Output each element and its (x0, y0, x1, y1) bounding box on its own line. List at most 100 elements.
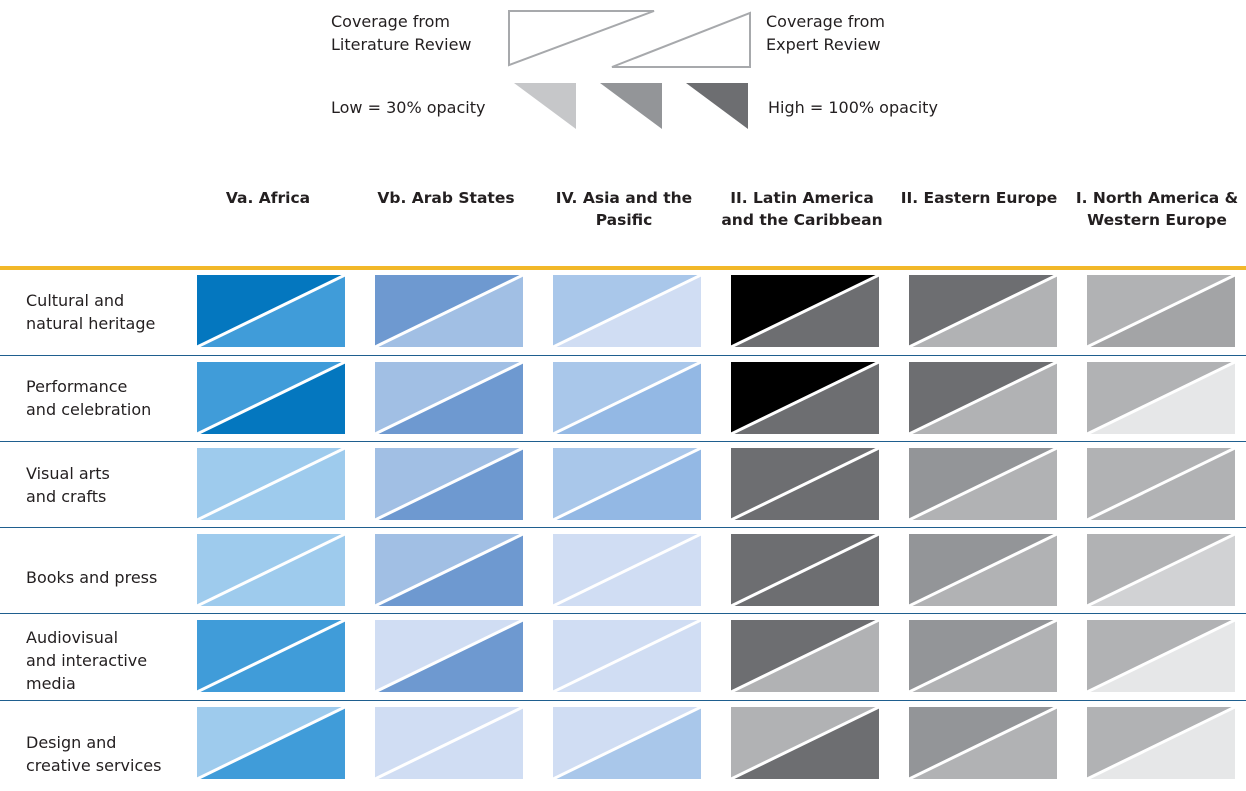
cell-design-north-america-western-europe (1087, 707, 1235, 779)
cell-design-africa (197, 707, 345, 779)
cell-audiovisual-africa (197, 620, 345, 692)
cell-audiovisual-latin-america (731, 620, 879, 692)
diagonal-divider (197, 707, 345, 779)
cell-books-press-latin-america (731, 534, 879, 606)
cell-visual-arts-latin-america (731, 448, 879, 520)
column-header-africa: Va. Africa (225, 189, 311, 207)
cell-cultural-heritage-eastern-europe (909, 275, 1057, 347)
diagonal-divider (553, 362, 701, 434)
row-label-visual-arts: Visual arts and crafts (26, 464, 110, 506)
legend-swatch-high (686, 83, 748, 129)
row-label-design: Design and creative services (26, 733, 162, 775)
cell-books-press-eastern-europe (909, 534, 1057, 606)
diagonal-divider (1087, 362, 1235, 434)
column-header-north-america-western-europe: I. North America & Western Europe (1075, 189, 1239, 229)
diagonal-divider (197, 362, 345, 434)
cell-audiovisual-arab-states (375, 620, 523, 692)
diagonal-divider (909, 448, 1057, 520)
header-rule (0, 266, 1246, 270)
diagonal-divider (1087, 707, 1235, 779)
diagonal-divider (731, 620, 879, 692)
diagonal-divider (197, 275, 345, 347)
cell-audiovisual-asia-pacific (553, 620, 701, 692)
column-header-arab-states: Vb. Arab States (377, 189, 515, 207)
diagonal-divider (731, 707, 879, 779)
row-label-performance: Performance and celebration (26, 377, 152, 419)
legend-swatch-mid (600, 83, 662, 129)
legend-expert-triangle (611, 11, 751, 68)
diagonal-divider (553, 707, 701, 779)
legend-opacity-swatches (514, 83, 748, 129)
row-label-cultural-heritage: Cultural and natural heritage (26, 291, 156, 333)
cell-visual-arts-asia-pacific (553, 448, 701, 520)
diagonal-divider (197, 448, 345, 520)
diagonal-divider (909, 275, 1057, 347)
diagonal-divider (731, 362, 879, 434)
diagonal-divider (197, 620, 345, 692)
cell-cultural-heritage-latin-america (731, 275, 879, 347)
diagonal-divider (375, 620, 523, 692)
cell-design-arab-states (375, 707, 523, 779)
row-label-books-press: Books and press (26, 568, 158, 587)
cell-performance-latin-america (731, 362, 879, 434)
cell-design-latin-america (731, 707, 879, 779)
cell-cultural-heritage-asia-pacific (553, 275, 701, 347)
diagonal-divider (553, 448, 701, 520)
row-divider (0, 613, 1246, 614)
diagonal-divider (909, 362, 1057, 434)
cell-performance-arab-states (375, 362, 523, 434)
cell-audiovisual-north-america-western-europe (1087, 620, 1235, 692)
diagonal-divider (909, 707, 1057, 779)
diagonal-divider (731, 275, 879, 347)
diagonal-divider (375, 275, 523, 347)
diagonal-divider (375, 362, 523, 434)
row-divider (0, 527, 1246, 528)
diagonal-divider (197, 534, 345, 606)
cell-visual-arts-africa (197, 448, 345, 520)
cell-design-asia-pacific (553, 707, 701, 779)
cell-audiovisual-eastern-europe (909, 620, 1057, 692)
diagonal-divider (1087, 620, 1235, 692)
cell-visual-arts-eastern-europe (909, 448, 1057, 520)
diagonal-divider (553, 620, 701, 692)
diagonal-divider (375, 707, 523, 779)
diagonal-divider (909, 534, 1057, 606)
diagonal-divider (1087, 534, 1235, 606)
cell-books-press-asia-pacific (553, 534, 701, 606)
diagonal-divider (375, 534, 523, 606)
legend-high-label: High = 100% opacity (768, 98, 938, 117)
diagonal-divider (553, 534, 701, 606)
cell-visual-arts-arab-states (375, 448, 523, 520)
row-divider (0, 355, 1246, 356)
column-header-latin-america: II. Latin America and the Caribbean (721, 189, 883, 229)
diagonal-divider (731, 534, 879, 606)
legend-swatch-low (514, 83, 576, 129)
row-divider (0, 700, 1246, 701)
cell-cultural-heritage-north-america-western-europe (1087, 275, 1235, 347)
cell-cultural-heritage-africa (197, 275, 345, 347)
cell-cultural-heritage-arab-states (375, 275, 523, 347)
cell-performance-africa (197, 362, 345, 434)
row-label-audiovisual: Audiovisual and interactive media (26, 628, 148, 693)
diagonal-divider (909, 620, 1057, 692)
cell-performance-north-america-western-europe (1087, 362, 1235, 434)
legend-expert-label: Coverage from Expert Review (766, 12, 885, 54)
column-header-eastern-europe: II. Eastern Europe (900, 189, 1058, 207)
legend-literature-label: Coverage from Literature Review (331, 12, 472, 54)
cell-visual-arts-north-america-western-europe (1087, 448, 1235, 520)
cell-books-press-arab-states (375, 534, 523, 606)
diagonal-divider (375, 448, 523, 520)
cell-books-press-africa (197, 534, 345, 606)
diagonal-divider (1087, 275, 1235, 347)
diagonal-divider (553, 275, 701, 347)
legend-low-label: Low = 30% opacity (331, 98, 486, 117)
cell-books-press-north-america-western-europe (1087, 534, 1235, 606)
legend-coverage-triangles (508, 10, 751, 68)
column-header-asia-pacific: IV. Asia and the Pasific (555, 189, 693, 229)
cell-design-eastern-europe (909, 707, 1057, 779)
legend-literature-triangle (508, 10, 655, 67)
cell-performance-eastern-europe (909, 362, 1057, 434)
diagonal-divider (731, 448, 879, 520)
row-divider (0, 441, 1246, 442)
cell-performance-asia-pacific (553, 362, 701, 434)
